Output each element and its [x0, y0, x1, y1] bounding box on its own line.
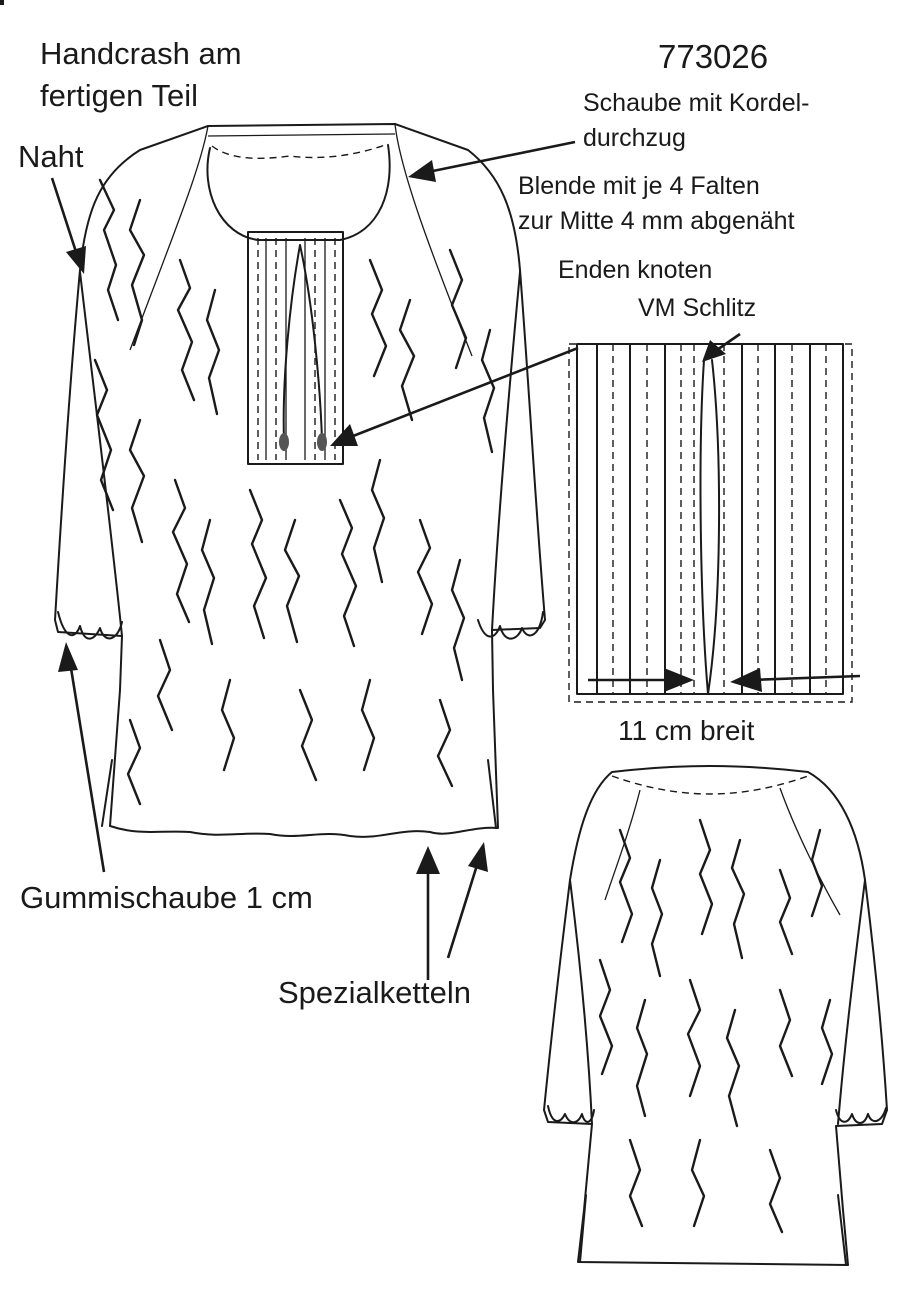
- spezialketteln-label: Spezialketteln: [278, 975, 471, 1010]
- right-cuff-ruffle: [477, 611, 544, 640]
- enden-knoten-label: Enden knoten: [558, 256, 712, 284]
- left-side-slit: [101, 759, 113, 827]
- corner-mark: [0, 0, 4, 5]
- detail-left-arrow-head: [664, 668, 694, 692]
- handcrash-label-line1: Handcrash am: [40, 36, 242, 71]
- schaube-arrow-head: [408, 160, 436, 182]
- left-sleeve-inner-line: [79, 271, 123, 637]
- back-left-cuff-ruffle: [547, 1105, 595, 1124]
- schlitz-arrow-head: [702, 340, 726, 362]
- cord-knot-right: [317, 433, 327, 451]
- right-sleeve-inner-line: [491, 271, 521, 631]
- naht-arrow-head: [66, 246, 86, 274]
- placket-pleats: [257, 238, 336, 460]
- front-body-outline: [54, 123, 546, 838]
- back-neckline: [611, 775, 809, 795]
- vm-schlitz-label: VM Schlitz: [638, 294, 756, 322]
- right-raglan-seam: [394, 123, 473, 357]
- crinkle-texture: [93, 178, 496, 806]
- back-crinkle-texture: [598, 818, 834, 1234]
- detail-pleats: [596, 343, 827, 695]
- pointer-arrows: [50, 140, 861, 980]
- ketteln-arrow-line-2: [446, 861, 480, 959]
- schaube-label-line2: durchzug: [583, 124, 686, 152]
- back-right-slit: [837, 1194, 847, 1266]
- back-right-cuff-ruffle: [835, 1107, 887, 1124]
- neckline-shirring: [211, 143, 389, 159]
- blende-label-line2: zur Mitte 4 mm abgenäht: [518, 207, 795, 235]
- back-left-sleeve-line: [569, 879, 593, 1125]
- detail-inner-frame: [576, 343, 844, 695]
- annotation-labels: Handcrash am fertigen Teil 773026 Schaub…: [18, 36, 810, 1010]
- cord-knot-left: [279, 433, 289, 451]
- back-view-garment: [543, 765, 888, 1266]
- right-side-slit: [487, 759, 497, 829]
- knoten-arrow-line: [347, 346, 579, 440]
- naht-label: Naht: [18, 139, 84, 174]
- gummi-arrow-line: [68, 661, 106, 873]
- back-right-sleeve-line: [837, 879, 866, 1125]
- detail-center-slit: [699, 359, 721, 695]
- drawstring-cord: [282, 244, 323, 441]
- article-number: 773026: [658, 38, 768, 75]
- ketteln-arrow-head-1: [416, 846, 440, 874]
- front-placket: [247, 231, 344, 465]
- back-left-raglan: [604, 789, 641, 901]
- naht-arrow-line: [50, 177, 80, 259]
- ketteln-arrow-head-2: [468, 842, 488, 872]
- detail-frame: [568, 343, 853, 703]
- handcrash-label-line2: fertigen Teil: [40, 78, 198, 113]
- blende-label-line1: Blende mit je 4 Falten: [518, 172, 760, 200]
- neckline-binding: [207, 133, 396, 137]
- back-body-outline: [543, 765, 888, 1266]
- breite-label: 11 cm breit: [618, 715, 755, 746]
- schaube-label-line1: Schaube mit Kordel-: [583, 89, 810, 117]
- left-raglan-seam: [129, 125, 209, 351]
- detail-right-arrow-line: [749, 674, 861, 682]
- placket-detail-view: [568, 343, 853, 703]
- schaube-arrow-line: [427, 140, 576, 174]
- detail-right-arrow-head: [730, 668, 762, 692]
- left-cuff-ruffle: [57, 611, 123, 640]
- gummi-arrow-head: [58, 642, 78, 672]
- knoten-arrow-head: [330, 424, 358, 446]
- gummischaube-label: Gummischaube 1 cm: [20, 880, 313, 915]
- front-neckline: [206, 144, 391, 241]
- front-view-garment: [54, 123, 546, 838]
- back-left-slit: [579, 1194, 587, 1263]
- back-right-raglan: [779, 787, 841, 916]
